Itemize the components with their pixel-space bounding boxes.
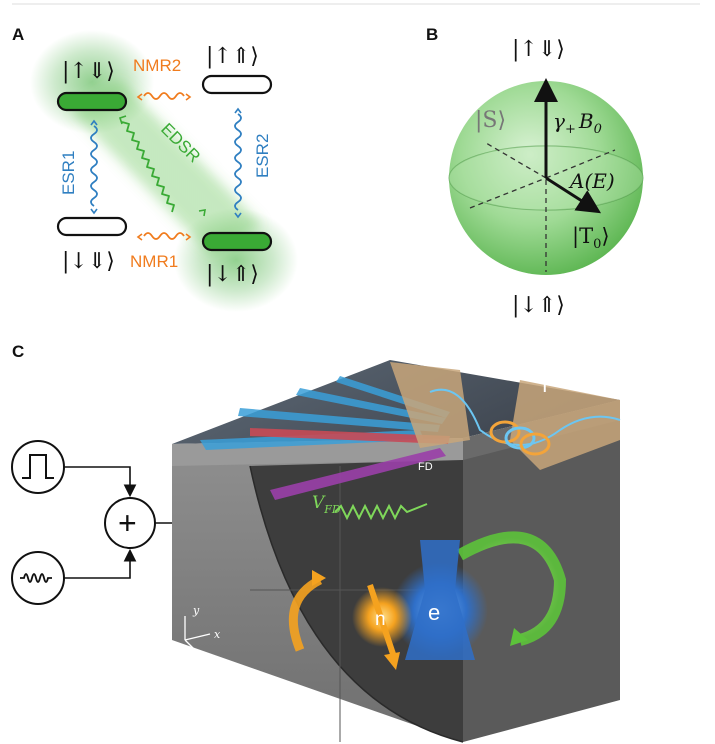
panel-b-label: B — [426, 25, 438, 44]
bloch-bottom-state: |↓⇑⟩ — [512, 293, 565, 318]
electron-rotation-arrow — [457, 531, 567, 646]
nucleus-arrow-head — [384, 652, 400, 670]
state-down-down: |↓⇓⟩ — [62, 249, 115, 274]
axis-y-label: y — [192, 604, 200, 617]
gate-red — [250, 428, 450, 444]
label-electron: e — [428, 600, 440, 625]
nucleus-arrow-shaft — [367, 584, 398, 661]
gate-blue-2 — [238, 408, 440, 432]
label-a-e: A(E) — [568, 169, 615, 193]
nmr1-arrow-left — [136, 233, 143, 241]
label-nmr1: NMR1 — [130, 252, 178, 271]
current-loop-1 — [489, 420, 521, 444]
bloch-axis-left — [469, 177, 547, 209]
bloch-top-state: |↑⇓⟩ — [512, 37, 565, 62]
sine-icon — [20, 573, 52, 583]
panel-a-label: A — [12, 25, 24, 44]
label-triplet: |T0⟩ — [572, 224, 610, 252]
edsr-glow-band — [70, 80, 262, 255]
vector-a-e — [545, 176, 602, 214]
level-up-down-active — [56, 91, 128, 112]
pulse-source — [11, 440, 65, 494]
nmr2-wave — [143, 92, 185, 100]
panel-b: B |↑⇓⟩ |↓⇑⟩ |S⟩ γ+B0 A(E) |T0⟩ — [426, 25, 644, 318]
panel-c: C + — [11, 342, 621, 743]
electron-arrow — [405, 540, 475, 660]
label-v-fd: VFD — [312, 493, 341, 516]
lead-left — [390, 362, 470, 448]
sine-source — [11, 551, 65, 605]
esr2-arrow-down — [234, 212, 242, 219]
bloch-axis-back — [485, 142, 547, 179]
label-fd: FD — [418, 461, 433, 473]
esr2-arrow-up — [234, 107, 242, 114]
wire-pulse — [64, 466, 137, 498]
label-esr2: ESR2 — [253, 134, 272, 178]
gate-purple — [270, 448, 446, 500]
block-side-face — [463, 420, 620, 742]
esr1-arrow-down — [90, 208, 98, 215]
nmr2-arrow-left — [136, 93, 143, 101]
axes-triad: y x z — [184, 604, 221, 667]
axis-z-label: z — [202, 654, 209, 667]
adder-symbol: + — [118, 505, 137, 541]
nmr1-arrow-right — [185, 233, 192, 241]
level-down-up-active — [201, 231, 273, 252]
nmr1-wave — [143, 232, 185, 240]
state-up-up: |↑⇑⟩ — [206, 44, 259, 69]
panel-c-label: C — [12, 342, 24, 361]
cutaway — [250, 460, 463, 742]
lead-right — [510, 380, 620, 470]
level-down-down — [56, 216, 128, 237]
label-gamma-b0: γ+B0 — [553, 109, 602, 137]
nucleus-rotation-arrow — [288, 570, 326, 652]
edsr-arrow-down — [198, 209, 206, 217]
label-current: I — [542, 375, 548, 397]
label-nucleus: n — [375, 609, 386, 630]
bloch-axis-right — [545, 149, 616, 179]
nmr2-arrow-right — [185, 93, 192, 101]
esr2-wave — [234, 113, 242, 211]
pulse-icon — [22, 454, 54, 479]
state-down-up: |↓⇑⟩ — [206, 262, 259, 287]
esr1-wave — [90, 125, 98, 207]
state-up-down: |↑⇓⟩ — [62, 59, 115, 84]
cutaway-edge — [249, 465, 464, 743]
current-loop-3 — [519, 432, 551, 456]
esr1-arrow-up — [90, 119, 98, 126]
edsr-wave — [121, 121, 175, 213]
edsr-arrow-up — [118, 115, 127, 125]
wire-sine — [64, 548, 137, 579]
label-nmr2: NMR2 — [133, 56, 181, 75]
label-esr1: ESR1 — [59, 151, 78, 195]
panel-a: A |↑⇓⟩ |↑⇑⟩ |↓⇓⟩ |↓⇑⟩ NMR2 NMR1 ESR1 ESR… — [12, 25, 298, 312]
vfd-wave — [334, 503, 428, 521]
label-singlet: |S⟩ — [475, 108, 506, 133]
axis-x-label: x — [214, 628, 221, 641]
level-up-up — [201, 74, 273, 95]
current-loop-2 — [504, 426, 536, 450]
